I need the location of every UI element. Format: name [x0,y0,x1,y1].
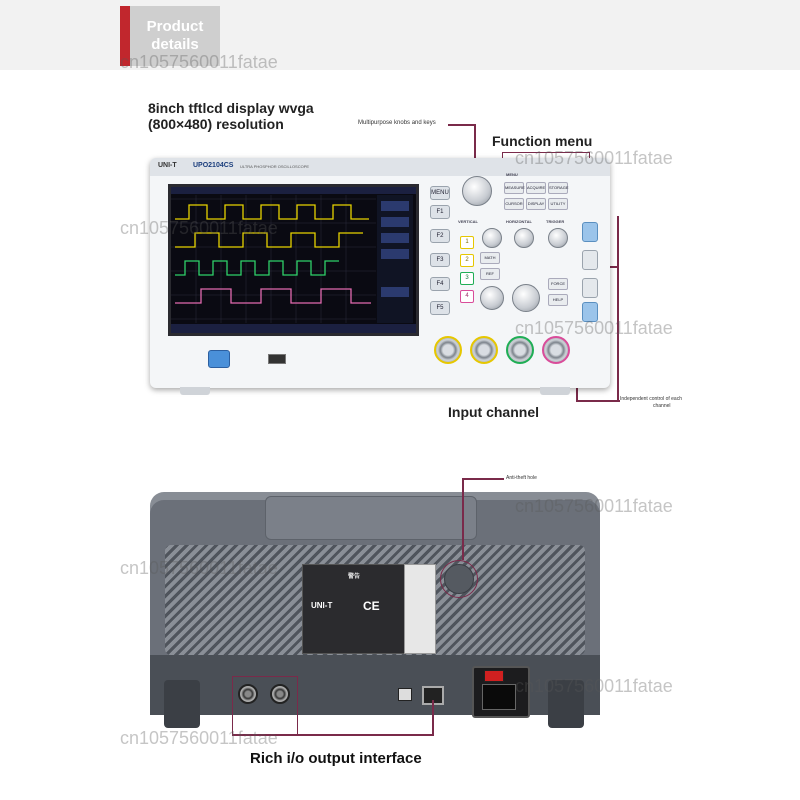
front-usb-port[interactable] [268,354,286,364]
watermark: cn1057560011fatae [120,558,278,578]
rich-io-label: Rich i/o output interface [250,750,422,767]
ch3-input-bnc[interactable] [506,336,534,364]
ce-mark: CE [363,599,380,613]
ch4-waveform [175,288,371,304]
default-button[interactable] [582,302,598,322]
watermark: cn1057560011fatae [515,676,673,696]
display-label-line1: 8inch tftlcd display wvga [148,100,314,116]
waveform-display [171,187,416,333]
product-details-badge: Product details [120,6,220,66]
ch1-input-bnc[interactable] [434,336,462,364]
callout-knobs-line [474,124,476,174]
callout-input-h [576,400,620,402]
callout-anti-theft-v [462,478,464,560]
ch2-input-bnc[interactable] [470,336,498,364]
utility-button[interactable]: UTILITY [548,198,568,210]
callout-anti-theft-circle [440,560,478,598]
model-name: UPO2104CS [193,162,234,169]
ref-button[interactable]: REF [480,268,500,280]
ch1-button[interactable]: 1 [460,236,474,249]
watermark: cn1057560011fatae [515,148,673,168]
independent-control-line1: Independent control of each [620,396,682,402]
oscilloscope-screen [168,184,419,336]
horizontal-scale-knob[interactable] [512,284,540,312]
function-menu-label: Function menu [492,133,593,149]
back-foot-left [164,680,200,728]
rear-warning-label: 警告 UNI-T CE [302,564,406,654]
watermark: cn1057560011fatae [120,728,278,748]
run-stop-button[interactable] [582,250,598,270]
back-handle [265,496,477,540]
acquire-button[interactable]: ACQUIRE [526,182,546,194]
f1-softkey[interactable]: F1 [430,205,450,219]
brand-logo: UNI-T [158,162,177,169]
badge-title-line2: details [151,36,199,53]
ch4-input-bnc[interactable] [542,336,570,364]
ch3-waveform [175,260,339,276]
display-button[interactable]: DISPLAY [526,198,546,210]
callout-io-h [232,734,434,736]
back-foot-right [548,680,584,728]
vertical-scale-knob[interactable] [480,286,504,310]
ch2-waveform [175,232,363,248]
usb-device-port[interactable] [398,688,412,701]
serial-sticker [404,564,436,654]
display-label-line2: (800×480) resolution [148,116,284,132]
single-button[interactable] [582,278,598,298]
trig-out-bnc[interactable] [270,684,290,704]
watermark: cn1057560011fatae [120,218,278,238]
vertical-position-knob[interactable] [482,228,502,248]
ch2-button[interactable]: 2 [460,254,474,267]
horizontal-position-knob[interactable] [514,228,534,248]
math-button[interactable]: MATH [480,252,500,264]
callout-io-v [432,700,434,736]
auto-button[interactable] [582,222,598,242]
ch3-button[interactable]: 3 [460,272,474,285]
trigger-group-title: TRIGGER [546,219,565,224]
rear-brand: UNI-T [311,601,333,610]
front-foot-right [540,387,570,395]
power-socket[interactable] [482,684,516,710]
warning-title: 警告 [347,574,360,580]
help-button[interactable]: HELP [548,294,568,306]
callout-knobs-line-h [448,124,476,126]
f4-softkey[interactable]: F4 [430,277,450,291]
callout-controls-v [617,216,619,400]
anti-theft-label: Anti-theft hole [506,475,537,481]
independent-control-line2: channel [653,403,671,409]
watermark: cn1057560011fatae [515,318,673,338]
force-button[interactable]: FORCE [548,278,568,290]
menu-group-title: MENU [506,172,518,177]
watermark: cn1057560011fatae [515,496,673,516]
knobs-keys-label: Multipurpose knobs and keys [358,120,436,126]
cursor-button[interactable]: CURSOR [504,198,524,210]
front-foot-left [180,387,210,395]
ext-trig-bnc[interactable] [238,684,258,704]
callout-io-box [232,676,298,735]
input-channel-label: Input channel [448,404,539,420]
callout-anti-theft-h [462,478,504,480]
f2-softkey[interactable]: F2 [430,229,450,243]
ch4-button[interactable]: 4 [460,290,474,303]
power-switch[interactable] [484,670,504,682]
badge-title-line1: Product [146,18,204,35]
f3-softkey[interactable]: F3 [430,253,450,267]
storage-button[interactable]: STORAGE [548,182,569,194]
f5-softkey[interactable]: F5 [430,301,450,315]
front-top-strip [150,158,610,176]
horizontal-group-title: HORIZONTAL [506,219,532,224]
power-button[interactable] [208,350,230,368]
menu-softkey[interactable]: MENU [430,186,450,200]
watermark: cn1057560011fatae [120,52,278,72]
multipurpose-knob[interactable] [462,176,492,206]
trigger-level-knob[interactable] [548,228,568,248]
measure-button[interactable]: MEASURE [504,182,525,194]
ch1-waveform [175,204,369,220]
model-description: ULTRA PHOSPHOR OSCILLOSCOPE [240,164,310,169]
vertical-group-title: VERTICAL [458,219,478,224]
